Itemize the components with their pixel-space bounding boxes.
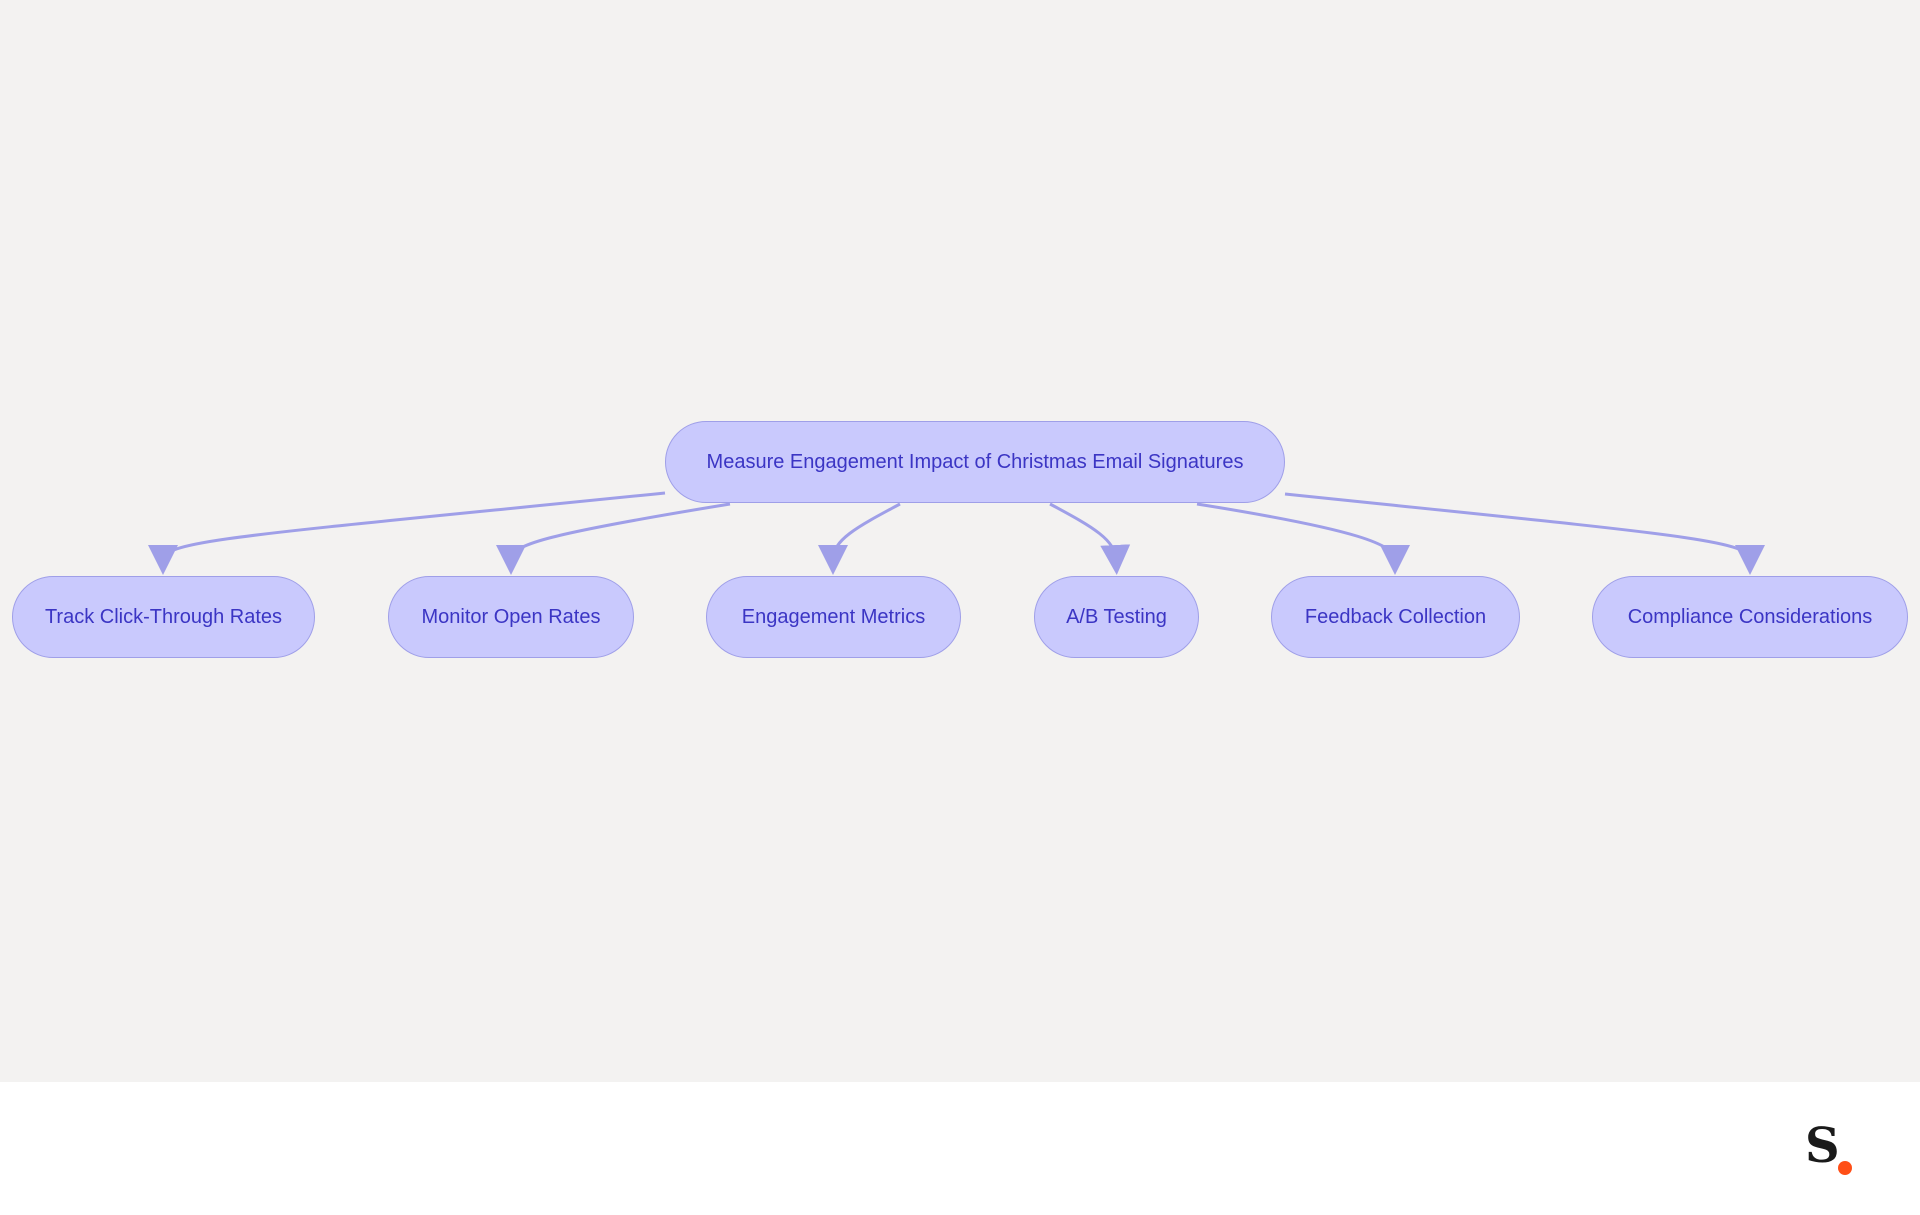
footer xyxy=(0,1082,1920,1215)
node-feedback-collection: Feedback Collection xyxy=(1271,576,1520,658)
node-label: Feedback Collection xyxy=(1304,605,1487,628)
node-label: Track Click-Through Rates xyxy=(44,605,283,628)
edge-root-to-compliance xyxy=(1284,492,1765,575)
root-node: Measure Engagement Impact of Christmas E… xyxy=(665,421,1285,503)
diagram-canvas: Measure Engagement Impact of Christmas E… xyxy=(0,0,1920,1082)
node-ab-testing: A/B Testing xyxy=(1034,576,1199,658)
edge-root-to-ab-testing xyxy=(1049,502,1131,575)
node-label: Monitor Open Rates xyxy=(421,605,601,628)
logo-letter: S xyxy=(1805,1118,1840,1174)
node-monitor-open-rates: Monitor Open Rates xyxy=(388,576,634,658)
node-compliance-considerations: Compliance Considerations xyxy=(1592,576,1908,658)
node-track-click-through-rates: Track Click-Through Rates xyxy=(12,576,315,658)
logo-dot-icon xyxy=(1838,1161,1852,1175)
node-engagement-metrics: Engagement Metrics xyxy=(706,576,961,658)
node-label: Compliance Considerations xyxy=(1627,605,1873,628)
edge-root-to-feedback xyxy=(1196,502,1410,575)
brand-logo: S xyxy=(1805,1122,1855,1178)
node-label: Engagement Metrics xyxy=(741,605,926,628)
root-node-label: Measure Engagement Impact of Christmas E… xyxy=(706,450,1244,473)
edge-root-to-open-rates xyxy=(496,502,731,575)
edge-root-to-engagement-metrics xyxy=(818,502,901,575)
diagram-edges xyxy=(148,491,1765,575)
node-label: A/B Testing xyxy=(1066,605,1167,628)
edge-root-to-click-through xyxy=(148,491,666,575)
